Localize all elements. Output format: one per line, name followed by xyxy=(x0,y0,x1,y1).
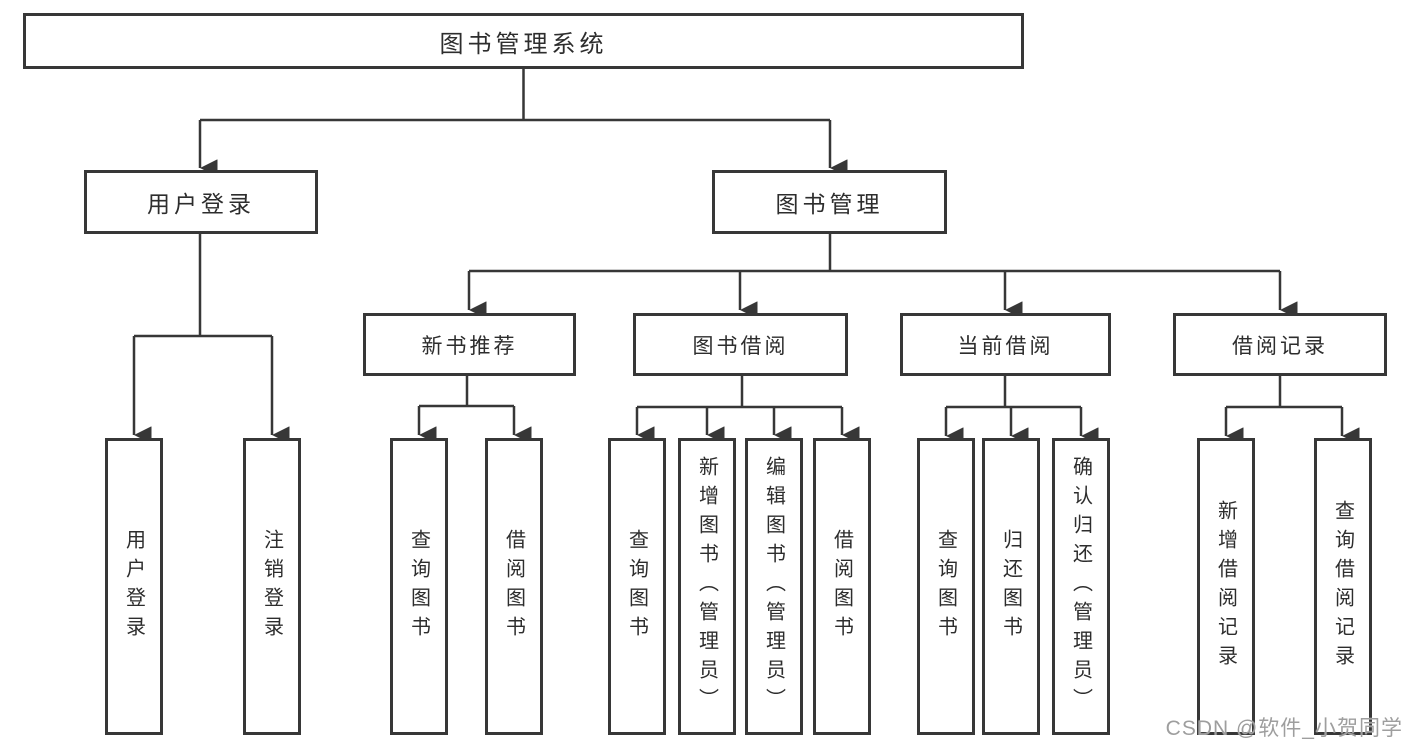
node-borrow-records-label: 借阅记录 xyxy=(1232,334,1328,358)
leaf-bb-add-book-admin: 新增图书（管理员） xyxy=(678,438,736,735)
leaf-br-add-record-label: 新增借阅记录 xyxy=(1214,499,1237,674)
leaf-cb-confirm-return-admin: 确认归还（管理员） xyxy=(1052,438,1110,735)
node-book-borrowing-label: 图书借阅 xyxy=(692,334,789,358)
leaf-cb-query-books-label: 查询图书 xyxy=(934,528,957,645)
leaf-user-login-label: 用户登录 xyxy=(122,528,145,645)
node-library-system: 图书管理系统 xyxy=(23,13,1024,69)
leaf-cb-confirm-return-admin-label: 确认归还（管理员） xyxy=(1069,456,1092,717)
node-book-management: 图书管理 xyxy=(712,170,947,234)
node-user-login-label: 用户登录 xyxy=(147,191,255,217)
leaf-bb-borrow-books-label: 借阅图书 xyxy=(830,528,853,645)
leaf-bb-query-books-label: 查询图书 xyxy=(625,528,648,645)
connector-borrow-records-split xyxy=(1226,376,1342,409)
node-current-borrowing-label: 当前借阅 xyxy=(957,334,1054,358)
leaf-bb-edit-book-admin: 编辑图书（管理员） xyxy=(745,438,803,735)
leaf-cb-return-book: 归还图书 xyxy=(982,438,1040,735)
leaf-bb-borrow-books: 借阅图书 xyxy=(813,438,871,735)
node-library-system-label: 图书管理系统 xyxy=(439,30,608,58)
leaf-nb-query-books: 查询图书 xyxy=(390,438,448,735)
node-current-borrowing: 当前借阅 xyxy=(900,313,1111,376)
leaf-cb-return-book-label: 归还图书 xyxy=(999,528,1022,645)
node-borrow-records: 借阅记录 xyxy=(1173,313,1387,376)
leaf-logout-label: 注销登录 xyxy=(260,528,283,645)
node-user-login: 用户登录 xyxy=(84,170,318,234)
connector-root-split xyxy=(200,69,830,122)
leaf-user-login: 用户登录 xyxy=(105,438,163,735)
leaf-bb-edit-book-admin-label: 编辑图书（管理员） xyxy=(762,456,785,717)
leaf-bb-query-books: 查询图书 xyxy=(608,438,666,735)
leaf-nb-query-books-label: 查询图书 xyxy=(407,528,430,645)
leaf-nb-borrow-books-label: 借阅图书 xyxy=(502,528,525,645)
leaf-cb-query-books: 查询图书 xyxy=(917,438,975,735)
connector-book-borrowing-split xyxy=(637,376,842,409)
node-book-borrowing: 图书借阅 xyxy=(633,313,848,376)
leaf-br-query-record: 查询借阅记录 xyxy=(1314,438,1372,735)
node-new-book-recommend: 新书推荐 xyxy=(363,313,576,376)
connector-user-login-split xyxy=(134,234,272,338)
leaf-bb-add-book-admin-label: 新增图书（管理员） xyxy=(695,456,718,717)
connector-new-book-split xyxy=(419,376,514,408)
csdn-watermark: CSDN @软件_小贺同学 xyxy=(1165,717,1403,740)
connector-book-management-split xyxy=(469,234,1280,273)
leaf-logout: 注销登录 xyxy=(243,438,301,735)
node-book-management-label: 图书管理 xyxy=(775,191,884,217)
leaf-br-add-record: 新增借阅记录 xyxy=(1197,438,1255,735)
leaf-br-query-record-label: 查询借阅记录 xyxy=(1331,499,1354,674)
leaf-nb-borrow-books: 借阅图书 xyxy=(485,438,543,735)
connector-current-borrowing-split xyxy=(946,376,1081,409)
node-new-book-recommend-label: 新书推荐 xyxy=(421,334,518,358)
